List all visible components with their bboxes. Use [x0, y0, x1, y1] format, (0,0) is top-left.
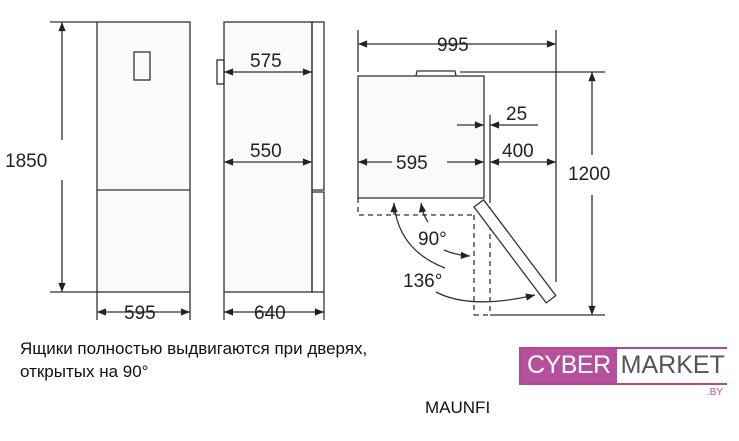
clearance-label: 25	[506, 104, 527, 125]
total-width-label: 995	[437, 35, 469, 56]
note-line-1: Ящики полностью выдвигаются при дверях,	[20, 339, 368, 358]
model-name: MAUNFI	[425, 398, 491, 417]
door-clearance-label: 400	[502, 141, 534, 162]
dimension-labels: 1850 595 575 550 640 995 595 25 400 1200…	[5, 35, 610, 324]
side-depth-total-label: 640	[254, 303, 286, 324]
front-height-label: 1850	[5, 151, 47, 172]
angle-136-label: 136°	[403, 271, 442, 292]
cybermarket-logo: CYBER MARKET .BY	[519, 347, 729, 398]
angle-90-label: 90°	[418, 229, 447, 250]
total-depth-label: 1200	[568, 164, 610, 185]
top-view	[357, 30, 605, 316]
front-view	[50, 21, 191, 320]
logo-left: CYBER	[521, 349, 617, 383]
side-depth-top-label: 575	[250, 51, 282, 72]
side-view	[216, 21, 325, 320]
body-width-label: 595	[396, 153, 428, 174]
logo-right: MARKET	[616, 349, 729, 383]
front-width-label: 595	[124, 303, 156, 324]
note-line-2: открытых на 90°	[20, 362, 149, 381]
logo-suffix: .BY	[706, 387, 723, 398]
side-depth-mid-label: 550	[250, 141, 282, 162]
